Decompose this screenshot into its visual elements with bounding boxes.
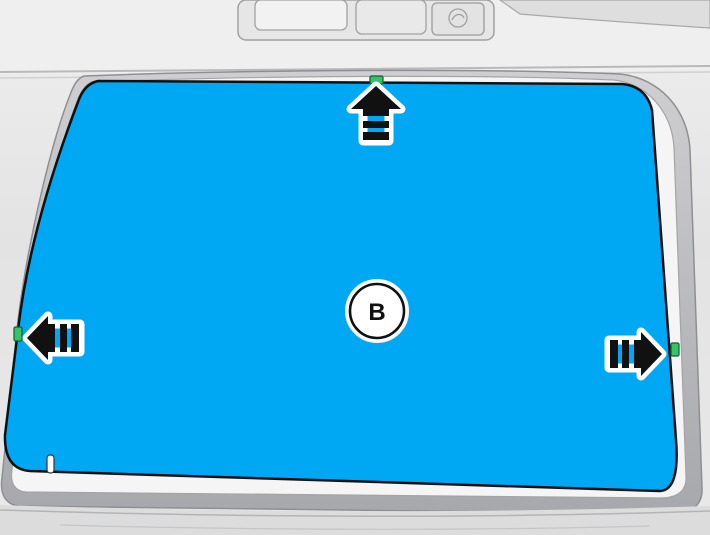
- grab-handle: [238, 0, 494, 40]
- rear-window-panel: [5, 81, 677, 491]
- panel-label: B: [368, 299, 385, 326]
- bottom-left-post: [47, 455, 54, 473]
- panel-label-badge: B: [346, 280, 408, 342]
- clip-right: [671, 343, 679, 356]
- top-trim: [0, 0, 710, 78]
- clip-left: [14, 327, 22, 341]
